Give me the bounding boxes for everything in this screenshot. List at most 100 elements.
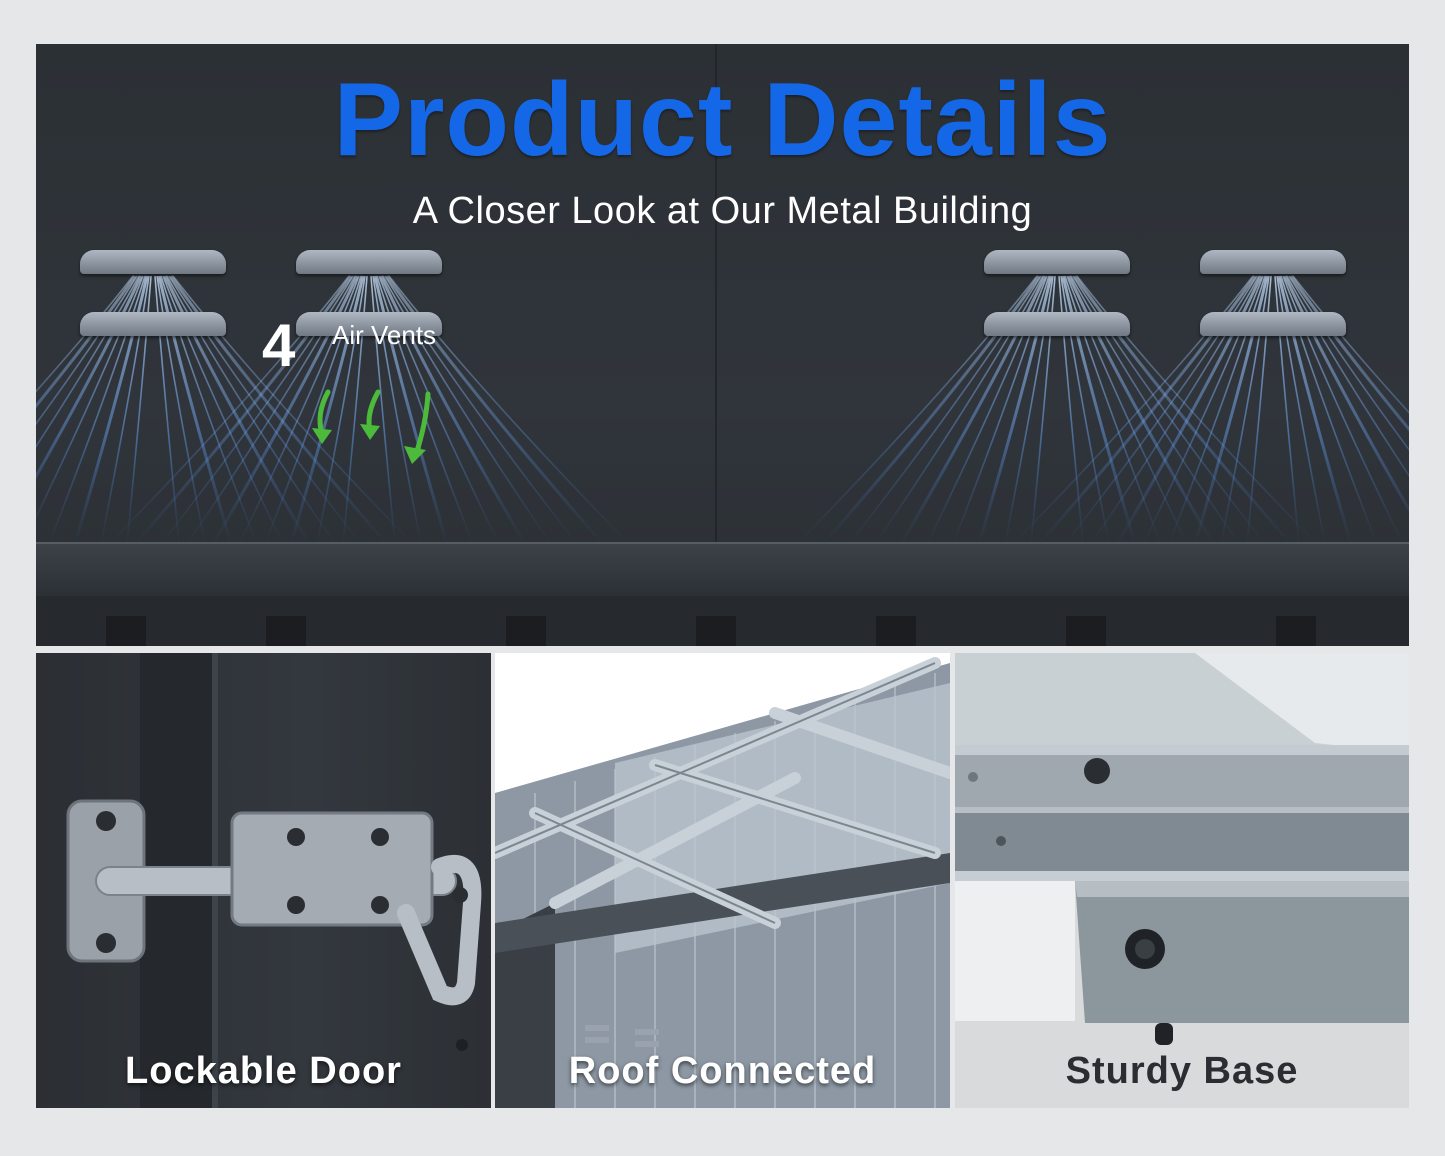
airflow-beam	[36, 275, 137, 409]
airflow-beam	[157, 275, 233, 544]
vent-icon	[1200, 312, 1346, 336]
vent-icon	[296, 312, 442, 336]
airflow-beam	[162, 275, 284, 544]
airflow-beams	[36, 275, 1409, 544]
airflow-beam	[1061, 275, 1137, 544]
door-latch-icon	[66, 653, 482, 1108]
airflow-beam	[36, 275, 143, 480]
airflow-beam	[342, 275, 368, 544]
airflow-beam	[379, 275, 527, 544]
air-vents-text: Air Vents	[332, 320, 437, 350]
page-subtitle: A Closer Look at Our Metal Building	[412, 190, 1033, 232]
airflow-beam	[1142, 275, 1264, 544]
airflow-beam	[1276, 275, 1326, 544]
airflow-beam	[1274, 275, 1300, 544]
airflow-beam	[36, 275, 144, 520]
airflow-beam	[133, 275, 353, 544]
airflow-beam	[1277, 275, 1353, 544]
airflow-beam	[372, 275, 422, 544]
airflow-beam	[952, 275, 1050, 544]
tile-lockable-door: Lockable Door	[36, 653, 491, 1108]
airflow-beam	[899, 275, 1047, 544]
airflow-beam	[264, 275, 362, 544]
airflow-beam	[108, 275, 350, 544]
airflow-beam	[376, 275, 474, 544]
tile-roof-connected: Roof Connected	[495, 653, 950, 1108]
airflow-beam	[1004, 275, 1054, 544]
airflow-beam	[36, 275, 140, 448]
airflow-beam	[1090, 275, 1260, 544]
airflow-beam	[169, 275, 389, 544]
airflow-beam	[848, 275, 1042, 544]
airflow-beam	[1072, 275, 1266, 544]
vent-icon	[80, 312, 226, 336]
vent-icon	[1200, 250, 1346, 274]
airflow-beam	[156, 275, 206, 544]
vent-icon	[984, 312, 1130, 336]
airflow-beam	[73, 275, 149, 544]
panel-seam	[715, 44, 717, 544]
airflow-beam	[36, 275, 138, 426]
airflow-beam	[289, 275, 365, 544]
airflow-beam	[1280, 275, 1378, 544]
tile-label-sturdy-base: Sturdy Base	[1065, 1050, 1299, 1092]
airflow-beam	[1064, 275, 1258, 544]
airflow-beam	[385, 275, 605, 544]
shed-rail	[36, 542, 1409, 596]
airflow-illustration	[36, 275, 1409, 544]
airflow-beam	[1012, 275, 1254, 544]
airflow-beam	[1076, 275, 1318, 544]
airflow-beam	[1058, 275, 1084, 544]
airflow-beam	[1037, 275, 1257, 544]
page-title: Product Details	[333, 62, 1112, 178]
airflow-beam	[1070, 275, 1240, 544]
airflow-beam	[1168, 275, 1266, 544]
airflow-beam	[160, 275, 258, 544]
airflow-beam	[384, 275, 578, 544]
airflow-beam	[238, 275, 360, 544]
airflow-beam	[821, 275, 1041, 544]
airflow-beam	[1292, 275, 1409, 414]
airflow-beam	[373, 275, 449, 544]
airflow-arrows-icon	[312, 389, 431, 464]
airflow-beam	[163, 275, 311, 544]
airflow-beam	[126, 275, 152, 544]
airflow-beam	[160, 275, 354, 544]
airflow-beam	[1220, 275, 1270, 544]
airflow-beam	[1115, 275, 1263, 544]
airflow-beam	[977, 275, 1053, 544]
tile-sturdy-base: Sturdy Base	[955, 653, 1409, 1108]
airflow-beam	[100, 275, 150, 544]
airflow-beam	[1283, 275, 1409, 513]
airflow-beam	[172, 275, 414, 544]
roof-structure-icon	[495, 657, 950, 1108]
airflow-beam	[926, 275, 1048, 544]
airflow-beam	[186, 275, 356, 544]
airflow-beam	[1066, 275, 1188, 544]
base-frame-icon	[955, 653, 1409, 1045]
airflow-beam	[1073, 275, 1293, 544]
airflow-beam	[48, 275, 146, 544]
vent-icon	[80, 250, 226, 274]
airflow-beam	[154, 275, 180, 544]
shed-base-strip	[36, 596, 1409, 646]
tile-label-lockable-door: Lockable Door	[125, 1050, 402, 1092]
airflow-beam	[1289, 275, 1409, 432]
airflow-beam	[1282, 275, 1404, 544]
airflow-beam	[388, 275, 630, 544]
airflow-beam	[1030, 275, 1056, 544]
airflow-beam	[166, 275, 336, 544]
airflow-beam	[211, 275, 359, 544]
airflow-beam	[168, 275, 362, 544]
hero-panel: Product Details A Closer Look at Our Met…	[36, 44, 1409, 646]
vent-icon	[296, 250, 442, 274]
airflow-beam	[874, 275, 1044, 544]
airflow-beam	[1060, 275, 1110, 544]
airflow-beam	[316, 275, 366, 544]
airflow-beam	[1064, 275, 1162, 544]
airflow-beam	[382, 275, 552, 544]
airflow-beam	[796, 275, 1038, 544]
air-vents-count: 4	[262, 312, 296, 379]
tile-label-roof-connected: Roof Connected	[568, 1050, 877, 1092]
vent-icon	[984, 250, 1130, 274]
